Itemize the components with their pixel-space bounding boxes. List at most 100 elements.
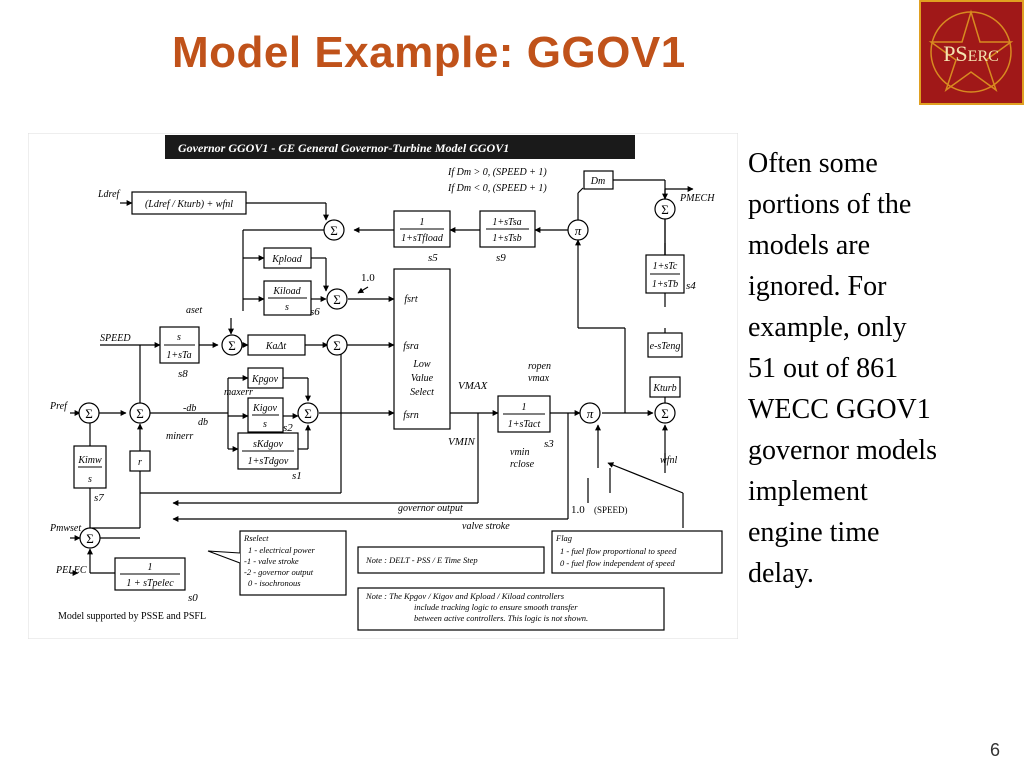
body-line: WECC GGOV1 xyxy=(748,394,931,425)
maxerr-label: maxerr xyxy=(224,387,253,398)
one-b-label: 1.0 xyxy=(571,504,585,516)
body-text: Often some portions of the models are ig… xyxy=(748,143,1018,594)
svg-text:Σ: Σ xyxy=(136,406,144,421)
delay-text: e-sTeng xyxy=(650,341,681,352)
diagram-svg: Governor GGOV1 - GE General Governor-Tur… xyxy=(27,132,739,640)
kimw-num: Kimw xyxy=(77,455,102,466)
page-number: 6 xyxy=(990,740,1001,760)
s3-den: 1+sTact xyxy=(508,419,541,430)
speed-paren-label: (SPEED) xyxy=(594,505,628,515)
block-ldref xyxy=(131,191,247,215)
block-ka xyxy=(247,334,306,356)
vmax-label: VMAX xyxy=(458,380,489,392)
svg-text:Σ: Σ xyxy=(661,406,669,421)
aset-label: aset xyxy=(186,305,202,316)
state-s3: s3 xyxy=(544,438,554,450)
low-value-select xyxy=(393,268,451,430)
note-tracking xyxy=(357,587,665,631)
s4-den: 1+sTb xyxy=(652,279,678,290)
ka-text: KaΔt xyxy=(265,341,287,352)
note-time-step xyxy=(357,546,545,574)
svg-text:Σ: Σ xyxy=(86,531,94,546)
svg-text:Σ: Σ xyxy=(330,223,338,238)
body-line: 51 out of 861 xyxy=(748,353,899,384)
block-dm xyxy=(583,170,614,190)
body-line: ignored. For xyxy=(748,271,887,302)
kigov-den: s xyxy=(263,419,267,430)
lvs-fsra: fsra xyxy=(403,341,419,352)
rselect-line: 1 - electrical power xyxy=(248,545,315,555)
diagram-header-bar xyxy=(165,135,635,159)
s9-den: 1+sTsb xyxy=(492,233,521,244)
vmin-small-label: vmin xyxy=(510,447,529,458)
block-kpload xyxy=(263,247,312,269)
s0-num: 1 xyxy=(148,562,153,573)
body-line: engine time xyxy=(748,517,880,548)
state-s8: s8 xyxy=(178,368,188,380)
state-s6: s6 xyxy=(310,306,320,318)
block-kpgov xyxy=(247,367,284,389)
ggov1-block-diagram: Governor GGOV1 - GE General Governor-Tur… xyxy=(27,132,739,640)
pmwset-label: Pmwset xyxy=(49,523,81,534)
rselect-title: Rselect xyxy=(243,533,269,543)
valve-stroke-label: valve stroke xyxy=(462,521,510,532)
body-line: models are xyxy=(748,230,871,261)
cond-negative: If Dm < 0, (SPEED + 1) xyxy=(447,183,547,194)
speed-label: SPEED xyxy=(100,333,131,344)
diagram-header: Governor GGOV1 - GE General Governor-Tur… xyxy=(178,141,509,155)
s8-den: 1+sTa xyxy=(166,350,191,361)
block-kturb xyxy=(649,376,681,398)
note-time-step-text: Note : DELT - PSS / E Time Step xyxy=(365,555,478,565)
state-s1: s1 xyxy=(292,470,302,482)
note-tracking-line: include tracking logic to ensure smooth … xyxy=(414,602,578,612)
svg-text:Σ: Σ xyxy=(333,292,341,307)
kiload-den: s xyxy=(285,302,289,313)
vmin-label: VMIN xyxy=(448,436,476,448)
s5-den: 1+sTfload xyxy=(401,233,444,244)
block-r xyxy=(129,450,151,472)
rselect-line: 0 - isochronous xyxy=(248,578,301,588)
svg-text:π: π xyxy=(575,223,582,238)
svg-text:Σ: Σ xyxy=(304,406,312,421)
state-s5: s5 xyxy=(428,252,438,264)
s1-num: sKdgov xyxy=(253,439,284,450)
s0-den: 1 + sTpelec xyxy=(126,578,174,589)
governor-output-label: governor output xyxy=(398,503,463,514)
pmech-label: PMECH xyxy=(679,193,715,204)
body-line: delay. xyxy=(748,558,814,589)
pref-label: Pref xyxy=(49,401,68,412)
kimw-den: s xyxy=(88,474,92,485)
flag-box xyxy=(551,530,723,574)
note-tracking-line: between active controllers. This logic i… xyxy=(414,613,588,623)
body-line: example, only xyxy=(748,312,907,343)
rclose-label: rclose xyxy=(510,459,535,470)
pelec-label: PELEC xyxy=(55,565,87,576)
state-s7: s7 xyxy=(94,492,104,504)
kigov-num: Kigov xyxy=(252,403,277,414)
s1-den: 1+sTdgov xyxy=(248,456,289,467)
s3-num: 1 xyxy=(522,402,527,413)
vmax-small-label: vmax xyxy=(528,373,550,384)
svg-text:Σ: Σ xyxy=(661,202,669,217)
pserc-logo: PSERC xyxy=(919,0,1024,105)
diagram-footer: Model supported by PSSE and PSFL xyxy=(58,611,206,622)
rselect-line: -2 - governor output xyxy=(244,567,314,577)
lvs-low: Low xyxy=(412,359,431,370)
ldref-label: Ldref xyxy=(97,189,121,200)
svg-text:Σ: Σ xyxy=(333,338,341,353)
flag-line: 1 - fuel flow proportional to speed xyxy=(560,546,677,556)
dm-text: Dm xyxy=(590,176,605,187)
kturb-text: Kturb xyxy=(652,383,676,394)
note-tracking-line: Note : The Kpgov / Kigov and Kpload / Ki… xyxy=(365,591,565,601)
minerr-label: minerr xyxy=(166,431,193,442)
one-a-label: 1.0 xyxy=(361,272,375,284)
kpgov-text: Kpgov xyxy=(251,374,279,385)
s8-num: s xyxy=(177,332,181,343)
block-delay xyxy=(647,332,683,358)
lvs-fsrt: fsrt xyxy=(404,294,418,305)
state-s9: s9 xyxy=(496,252,506,264)
r-text: r xyxy=(138,457,142,468)
svg-text:Σ: Σ xyxy=(228,338,236,353)
ropen-label: ropen xyxy=(528,361,551,372)
body-line: Often some xyxy=(748,148,878,179)
